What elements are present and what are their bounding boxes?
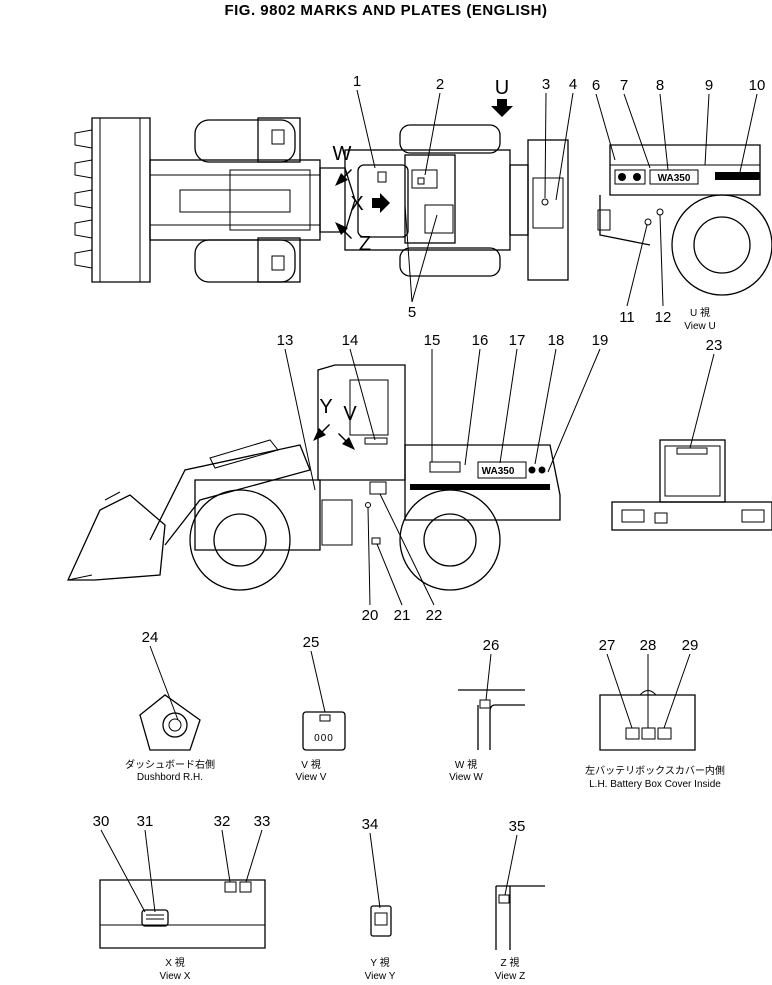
dashboard-jp: ダッシュボード右側 xyxy=(125,758,215,771)
model-badge-rear: WA350 xyxy=(658,173,691,184)
view-y-en: View Y xyxy=(365,971,396,982)
top-view-arrows: U W X Z xyxy=(333,77,513,255)
callout-1: 1 xyxy=(353,73,361,90)
battery-en: L.H. Battery Box Cover Inside xyxy=(589,779,721,790)
view-v-jp: V 視 xyxy=(301,758,320,771)
callout-10: 10 xyxy=(749,77,766,94)
detail-view-v: 25 000 V 視 View V xyxy=(296,634,346,783)
detail-view-x: 30 31 32 33 X 視 View X xyxy=(93,813,271,982)
view-x-jp: X 視 xyxy=(165,956,184,969)
callout-28: 28 xyxy=(640,637,657,654)
arrow-diag-icon xyxy=(335,222,352,239)
callout-23: 23 xyxy=(706,337,723,354)
view-u-en: View U xyxy=(684,321,716,332)
view-u-letter: U xyxy=(495,77,509,99)
arrow-diag-icon xyxy=(313,424,330,441)
view-w-en: View W xyxy=(449,772,483,783)
view-z-letter: Z xyxy=(359,233,371,255)
detail-view-w: 26 W 視 View W xyxy=(449,637,525,783)
callout-12: 12 xyxy=(655,309,672,326)
callout-11: 11 xyxy=(619,309,635,326)
view-z-jp: Z 視 xyxy=(501,956,520,969)
arrow-right-icon xyxy=(372,193,390,213)
view-z-en: View Z xyxy=(495,971,525,982)
arrow-diag-icon xyxy=(338,433,355,450)
top-view-loader xyxy=(74,117,569,283)
callout-27: 27 xyxy=(599,637,616,654)
callout-4: 4 xyxy=(569,76,577,93)
dashboard-en: Dushbord R.H. xyxy=(137,772,203,783)
callout-14: 14 xyxy=(342,332,359,349)
detail-battery-box: 27 28 29 左バッテリボックスカバー内側 L.H. Battery Box… xyxy=(585,637,725,790)
bucket-outline xyxy=(91,117,151,283)
callout-33: 33 xyxy=(254,813,271,830)
view-u-rear: WA350 6 7 8 9 10 11 12 U 視 View U xyxy=(592,77,772,332)
callout-30: 30 xyxy=(93,813,110,830)
callout-22: 22 xyxy=(426,607,443,624)
detail-view-z: 35 Z 視 View Z xyxy=(495,818,545,982)
side-view-loader: WA350 Y V xyxy=(66,364,561,591)
callout-5: 5 xyxy=(408,304,416,321)
detail-dashboard-rh: 24 ダッシュボード右側 Dushbord R.H. xyxy=(125,629,215,783)
callout-13: 13 xyxy=(277,332,294,349)
callout-8: 8 xyxy=(656,77,664,94)
callout-32: 32 xyxy=(214,813,231,830)
side-view-callouts: 13 14 15 16 17 18 19 20 21 22 xyxy=(277,332,609,624)
callout-3: 3 xyxy=(542,76,550,93)
detail-view-y: 34 Y 視 View Y xyxy=(362,816,396,982)
callout-7: 7 xyxy=(620,77,628,94)
figure-title: FIG. 9802 MARKS AND PLATES (ENGLISH) xyxy=(224,2,547,19)
callout-15: 15 xyxy=(424,332,441,349)
callout-6: 6 xyxy=(592,77,600,94)
bucket-teeth xyxy=(74,129,93,269)
view-v-letter: V xyxy=(343,403,357,425)
callout-35: 35 xyxy=(509,818,526,835)
callout-18: 18 xyxy=(548,332,565,349)
callout-16: 16 xyxy=(472,332,489,349)
view-x-letter: X xyxy=(350,193,363,215)
battery-jp: 左バッテリボックスカバー内側 xyxy=(585,764,725,777)
arrow-down-icon xyxy=(491,99,513,117)
callout-20: 20 xyxy=(362,607,379,624)
callout-17: 17 xyxy=(509,332,526,349)
view-w-jp: W 視 xyxy=(455,758,477,771)
callout-26: 26 xyxy=(483,637,500,654)
arrow-diag-icon xyxy=(335,169,352,186)
callout-34: 34 xyxy=(362,816,379,833)
top-view-callouts: 1 2 3 4 5 xyxy=(353,73,577,321)
callout-24: 24 xyxy=(142,629,159,646)
callout-2: 2 xyxy=(436,76,444,93)
view-u-jp: U 視 xyxy=(690,306,710,319)
view-v-en: View V xyxy=(296,772,327,783)
cab-rear-view: 23 xyxy=(611,337,772,531)
view-w-letter: W xyxy=(333,143,352,165)
view-y-jp: Y 視 xyxy=(370,956,389,969)
callout-31: 31 xyxy=(137,813,154,830)
view-x-en: View X xyxy=(160,971,191,982)
callout-25: 25 xyxy=(303,634,320,651)
view-y-letter: Y xyxy=(319,396,332,418)
view-v-code: 000 xyxy=(314,733,334,744)
callout-19: 19 xyxy=(592,332,609,349)
callout-29: 29 xyxy=(682,637,699,654)
callout-9: 9 xyxy=(705,77,713,94)
callout-21: 21 xyxy=(394,607,411,624)
model-badge-side: WA350 xyxy=(482,466,515,477)
